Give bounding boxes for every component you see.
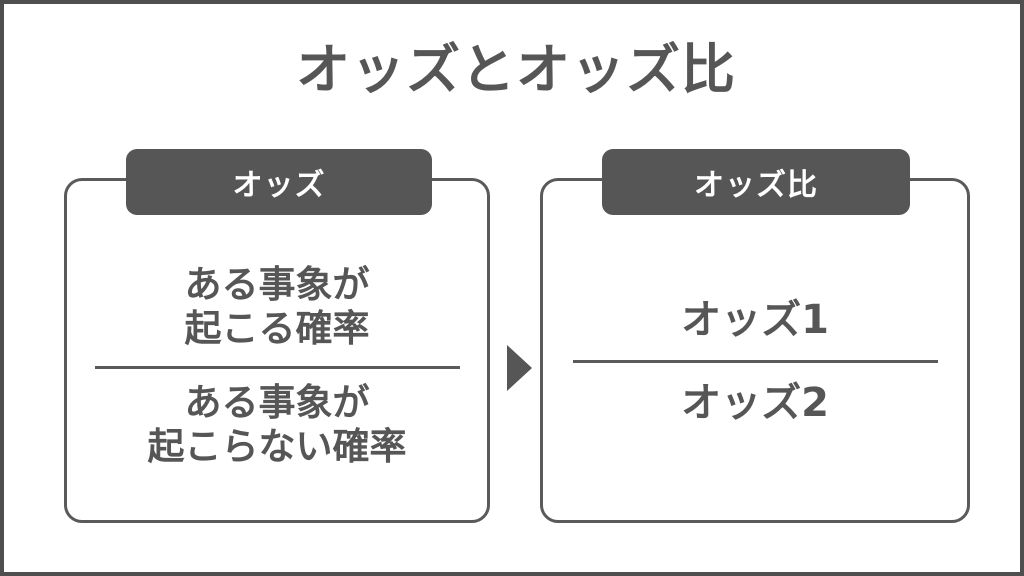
odds-denominator-line-1: ある事象が — [184, 380, 370, 424]
card-odds-ratio — [540, 178, 970, 523]
card-odds-ratio-header-label: オッズ比 — [694, 168, 818, 203]
odds-ratio-fraction-bar — [572, 360, 938, 363]
odds-fraction: ある事象が 起こる確率 ある事象が 起こらない確率 — [66, 226, 488, 506]
odds-numerator-line-2: 起こる確率 — [184, 307, 370, 351]
card-odds-header-label: オッズ — [232, 168, 326, 203]
odds-numerator: ある事象が 起こる確率 — [185, 263, 370, 352]
odds-fraction-bar — [94, 365, 460, 369]
triangle-right-icon — [507, 345, 532, 391]
odds-denominator-line-2: 起こらない確率 — [147, 424, 407, 468]
card-odds — [64, 178, 490, 523]
odds-ratio-numerator: オッズ1 — [681, 297, 829, 343]
card-odds-ratio-header: オッズ比 — [602, 149, 910, 215]
odds-ratio-denominator: オッズ2 — [681, 380, 829, 426]
card-odds-header: オッズ — [126, 149, 432, 215]
odds-denominator: ある事象が 起こらない確率 — [148, 381, 407, 470]
odds-ratio-fraction: オッズ1 オッズ2 — [542, 254, 968, 469]
odds-numerator-line-1: ある事象が — [184, 262, 370, 306]
page-title: オッズとオッズ比 — [296, 38, 736, 101]
